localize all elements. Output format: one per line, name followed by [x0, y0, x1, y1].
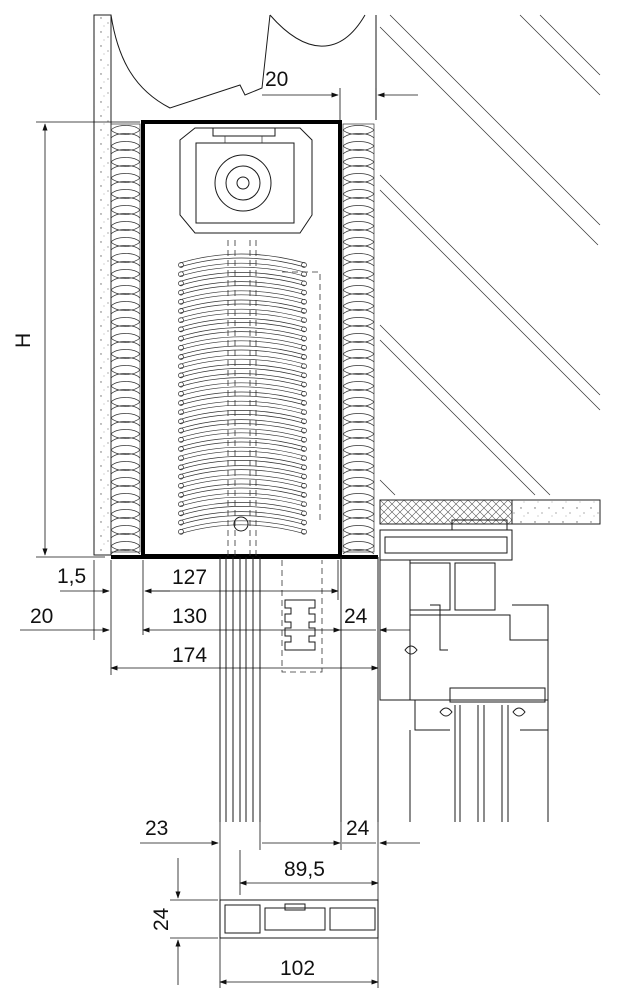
dimension-20-top [262, 88, 418, 120]
dimension-label-102: 102 [280, 957, 315, 980]
guide-axis-lines [227, 240, 321, 560]
dimension-label-127: 127 [172, 566, 207, 589]
dimension-label-24-profile: 24 [150, 907, 173, 931]
shutter-box [141, 120, 342, 558]
insulation-left [110, 123, 141, 555]
dimension-H [36, 121, 140, 558]
left-concrete-wall [93, 14, 112, 556]
guide-rail [219, 557, 379, 822]
dimension-24-guide [342, 822, 420, 988]
window-sill [379, 499, 601, 525]
drive-mechanism [179, 127, 313, 234]
dimension-label-H: H [12, 333, 35, 348]
dimension-label-1-5: 1,5 [57, 565, 86, 588]
dimension-89-5 [239, 850, 379, 895]
dimension-label-20-top: 20 [265, 68, 288, 91]
rolled-shutter-slats [178, 253, 307, 535]
dimension-127 [145, 560, 339, 600]
lintel-arc [110, 14, 377, 120]
insulation-right [342, 123, 375, 555]
bottom-profile-section [219, 899, 379, 939]
dimension-23 [140, 822, 342, 988]
dimension-label-24-right: 24 [344, 605, 368, 628]
right-wall-diagonal-lines [379, 14, 601, 496]
dimension-label-23: 23 [145, 817, 168, 840]
dimension-label-89-5: 89,5 [284, 858, 325, 881]
dimension-label-20-left: 20 [30, 605, 53, 628]
dimension-24-profile [170, 858, 218, 985]
dimension-label-130: 130 [172, 605, 207, 628]
window-frame-profile [379, 519, 549, 822]
dimension-20-left [20, 560, 110, 640]
dimension-label-24-guide: 24 [346, 817, 370, 840]
dimension-label-174: 174 [172, 644, 207, 667]
